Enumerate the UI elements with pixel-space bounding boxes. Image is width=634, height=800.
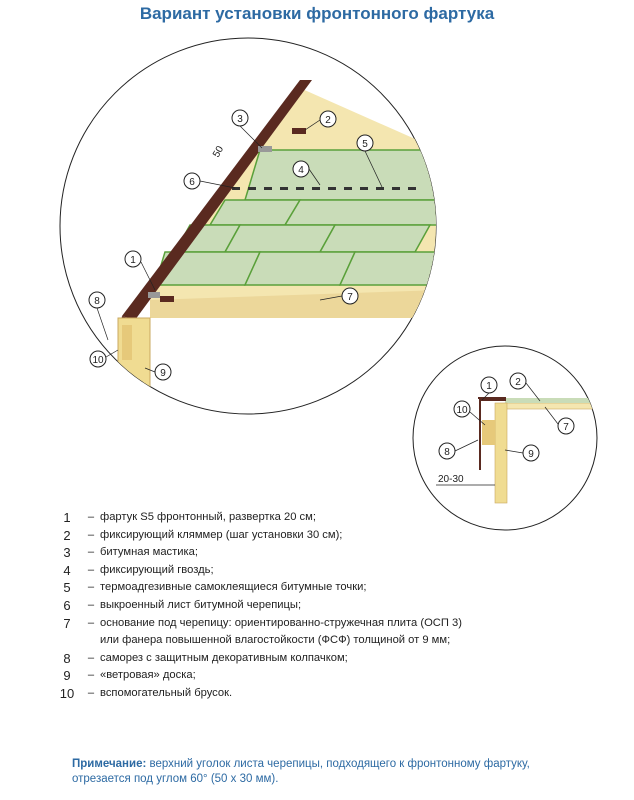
legend-number: 10 — [59, 685, 75, 701]
legend-number: 6 — [63, 597, 71, 613]
page-title: Вариант установки фронтонного фартука — [139, 4, 495, 23]
callout-10: 10 — [92, 355, 104, 366]
legend-number: 8 — [63, 650, 71, 666]
detail-callout-10: 10 — [456, 405, 468, 416]
callout-7: 7 — [347, 292, 353, 303]
legend-item: 10–вспомогательный брусок. — [52, 685, 612, 703]
legend-item: 3–битумная мастика; — [52, 544, 612, 562]
note: Примечание: верхний уголок листа черепиц… — [72, 757, 562, 787]
legend-text: основание под черепицу: ориентированно-с… — [100, 616, 462, 647]
callout-9: 9 — [160, 368, 166, 379]
legend-item: 8–саморез с защитным декоративным колпач… — [52, 650, 612, 668]
legend-number: 1 — [63, 510, 71, 525]
callout-3: 3 — [237, 114, 243, 125]
note-label: Примечание: — [72, 758, 147, 770]
legend-number: 3 — [63, 545, 71, 561]
fixing-clamp — [292, 128, 306, 134]
callout-6: 6 — [189, 177, 195, 188]
legend-item: 9–«ветровая» доска; — [52, 667, 612, 685]
legend-text: саморез с защитным декоративным колпачко… — [100, 651, 348, 664]
legend-number: 9 — [63, 668, 71, 684]
detail-callout-2: 2 — [515, 377, 521, 388]
legend-item: 5–термоадгезивные самоклеящиеся битумные… — [52, 579, 612, 597]
dimension-20-30: 20-30 — [438, 474, 464, 485]
legend-text: «ветровая» доска; — [100, 669, 196, 682]
detail-callout-8: 8 — [444, 447, 450, 458]
detail-callout-7: 7 — [563, 422, 569, 433]
legend: 1–фартук S5 фронтонный, развертка 20 см;… — [52, 509, 612, 703]
legend-item: 4–фиксирующий гвоздь; — [52, 562, 612, 580]
legend-number: 4 — [63, 562, 71, 578]
callout-2: 2 — [325, 115, 331, 126]
legend-text: термоадгезивные самоклеящиеся битумные т… — [100, 581, 367, 594]
legend-item: 6–выкроенный лист битумной черепицы; — [52, 597, 612, 615]
legend-number: 2 — [63, 527, 71, 543]
section-detail-circle — [412, 345, 598, 531]
callout-5: 5 — [362, 139, 368, 150]
legend-number: 5 — [63, 580, 71, 596]
note-text: верхний уголок листа черепицы, подходяще… — [72, 758, 530, 785]
legend-number: 7 — [63, 615, 71, 631]
legend-text: вспомогательный брусок. — [100, 686, 233, 699]
legend-text: фиксирующий кляммер (шаг установки 30 см… — [100, 528, 343, 541]
detail-callout-1: 1 — [486, 381, 492, 392]
bitumen-dots — [232, 187, 416, 190]
legend-text: выкроенный лист битумной черепицы; — [100, 598, 302, 611]
main-callouts — [88, 109, 374, 381]
legend-text: фартук S5 фронтонный, развертка 20 см; — [100, 511, 316, 523]
callout-1: 1 — [130, 255, 136, 266]
legend-item: 7–основание под черепицу: ориентированно… — [52, 615, 612, 650]
legend-item: 1–фартук S5 фронтонный, развертка 20 см; — [52, 509, 612, 527]
legend-item: 2–фиксирующий кляммер (шаг установки 30 … — [52, 527, 612, 545]
gable-flashing — [122, 80, 312, 320]
detail-callout-9: 9 — [528, 449, 534, 460]
legend-text: фиксирующий гвоздь; — [100, 563, 214, 576]
dimension-50: 50 — [211, 144, 226, 160]
callout-4: 4 — [298, 165, 304, 176]
detail-callouts — [438, 372, 575, 462]
callout-8: 8 — [94, 296, 100, 307]
legend-text: битумная мастика; — [100, 546, 198, 559]
